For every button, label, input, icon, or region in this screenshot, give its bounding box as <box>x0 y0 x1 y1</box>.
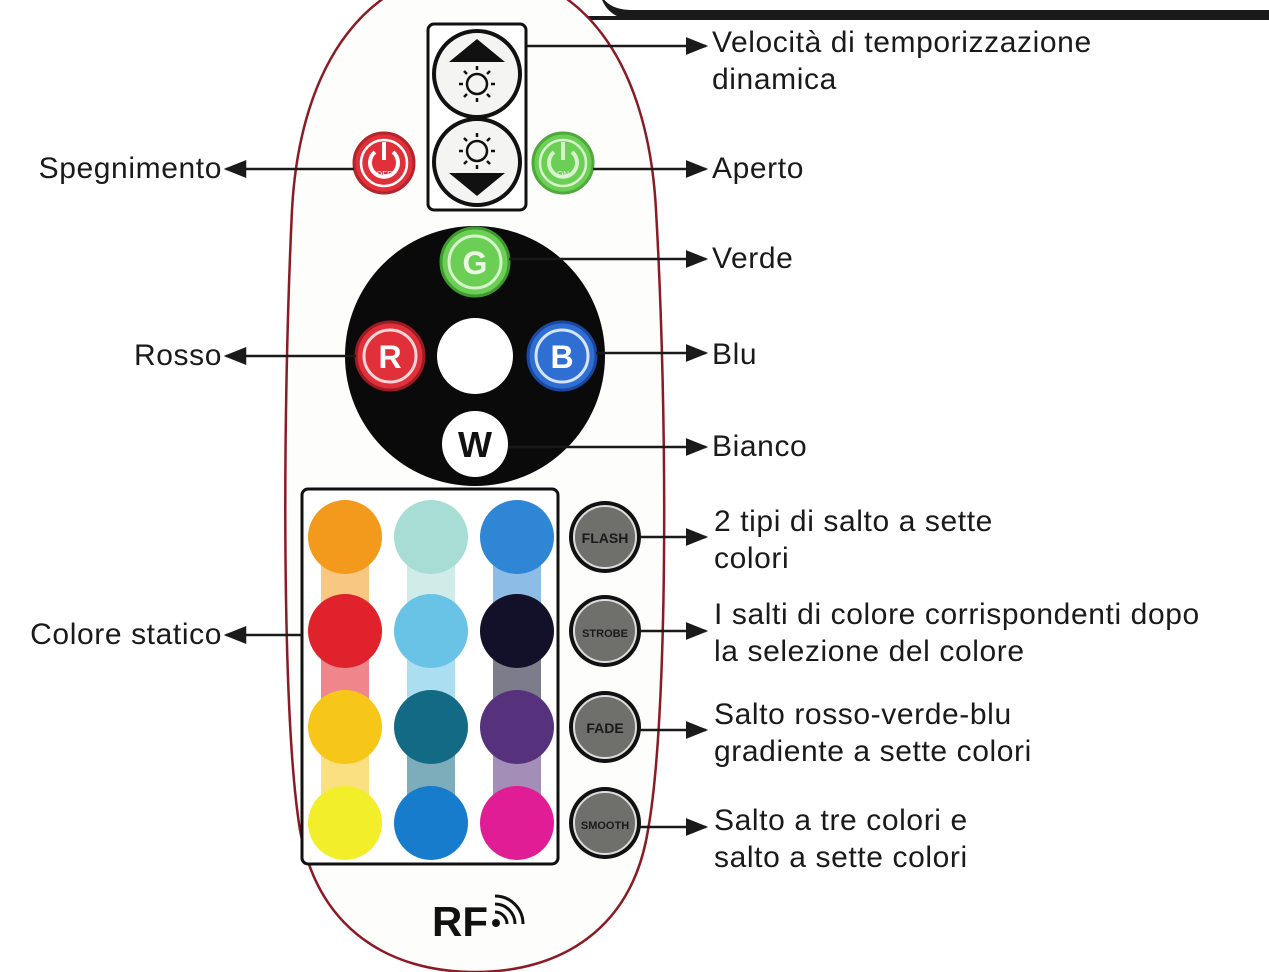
white-button[interactable]: W <box>442 411 508 477</box>
speed-down-button[interactable] <box>432 117 522 207</box>
white-button-letter: W <box>458 424 492 465</box>
label-smooth-line1: Salto a tre colori e <box>714 804 968 837</box>
green-button-letter: G <box>463 245 488 281</box>
label-flash-line1: 2 tipi di salto a sette <box>714 505 993 538</box>
green-button[interactable]: G <box>439 226 511 298</box>
label-smooth-line2: salto a sette colori <box>714 841 968 874</box>
rf-signal-icon <box>492 894 525 927</box>
label-strobe-line1: I salti di colore corrispondenti dopo <box>714 598 1200 631</box>
leader-lines <box>223 37 709 836</box>
color-grid <box>308 500 554 860</box>
red-button-letter: R <box>378 339 401 375</box>
mode-button-flash[interactable]: FLASH <box>569 501 641 573</box>
label-off-line1: Spegnimento <box>38 152 222 185</box>
off-button-text: OFF <box>376 170 392 179</box>
label-blue-line1: Blu <box>712 338 758 371</box>
static-color-button[interactable] <box>308 594 382 668</box>
static-color-button[interactable] <box>308 786 382 860</box>
on-button[interactable]: ON <box>531 131 595 195</box>
mode-button-face <box>573 599 637 663</box>
mode-button-face <box>573 695 637 759</box>
label-off: Spegnimento <box>39 150 222 187</box>
label-strobe-line2: la selezione del colore <box>714 635 1025 668</box>
label-speed-line2: dinamica <box>712 63 837 96</box>
label-white-line1: Bianco <box>712 430 808 463</box>
static-color-button[interactable] <box>308 500 382 574</box>
mode-button-fade[interactable]: FADE <box>569 691 641 763</box>
red-button[interactable]: R <box>354 320 426 392</box>
blue-button[interactable]: B <box>526 320 598 392</box>
label-speed-line1: Velocità di temporizzazione <box>712 26 1092 59</box>
label-red: Rosso <box>134 337 222 374</box>
mode-button-face <box>573 791 637 855</box>
mode-button-face <box>573 505 637 569</box>
mode-button-strobe[interactable]: STROBE <box>569 595 641 667</box>
label-fade: Salto rosso-verde-blu gradiente a sette … <box>714 696 1032 770</box>
label-fade-line2: gradiente a sette colori <box>714 735 1032 768</box>
static-color-button[interactable] <box>480 594 554 668</box>
rf-logo: RF <box>432 898 488 945</box>
static-color-button[interactable] <box>394 594 468 668</box>
label-white: Bianco <box>712 428 807 465</box>
label-on: Aperto <box>712 150 804 187</box>
static-color-button[interactable] <box>394 690 468 764</box>
label-green-line1: Verde <box>712 242 794 275</box>
mode-button-smooth[interactable]: SMOOTH <box>569 787 641 859</box>
label-flash: 2 tipi di salto a sette colori <box>714 503 993 577</box>
off-button[interactable]: OFF <box>352 131 416 195</box>
static-color-button[interactable] <box>394 500 468 574</box>
static-color-button[interactable] <box>394 786 468 860</box>
static-color-button[interactable] <box>308 690 382 764</box>
on-button-text: ON <box>557 170 569 179</box>
static-color-button[interactable] <box>480 500 554 574</box>
label-red-line1: Rosso <box>133 339 222 372</box>
mode-button-label: FLASH <box>582 530 629 546</box>
header-frame-shadow <box>600 0 1269 19</box>
blue-button-letter: B <box>550 339 573 375</box>
label-strobe: I salti di colore corrispondenti dopo la… <box>714 596 1200 670</box>
label-flash-line2: colori <box>714 542 790 575</box>
center-white-button[interactable] <box>437 318 513 394</box>
label-on-line1: Aperto <box>712 152 804 185</box>
mode-buttons: FLASH STROBE FADE SMOOTH <box>569 501 641 859</box>
speed-up-button[interactable] <box>432 29 522 119</box>
static-color-button[interactable] <box>480 786 554 860</box>
mode-button-label: SMOOTH <box>581 820 629 832</box>
label-fade-line1: Salto rosso-verde-blu <box>714 698 1012 731</box>
label-static-line1: Colore statico <box>30 618 222 651</box>
label-smooth: Salto a tre colori e salto a sette color… <box>714 802 968 876</box>
mode-button-label: STROBE <box>582 628 628 640</box>
mode-button-label: FADE <box>586 720 623 736</box>
static-color-button[interactable] <box>480 690 554 764</box>
label-static: Colore statico <box>30 616 222 653</box>
label-speed: Velocità di temporizzazione dinamica <box>712 24 1092 98</box>
label-blue: Blu <box>712 336 757 373</box>
label-green: Verde <box>712 240 793 277</box>
